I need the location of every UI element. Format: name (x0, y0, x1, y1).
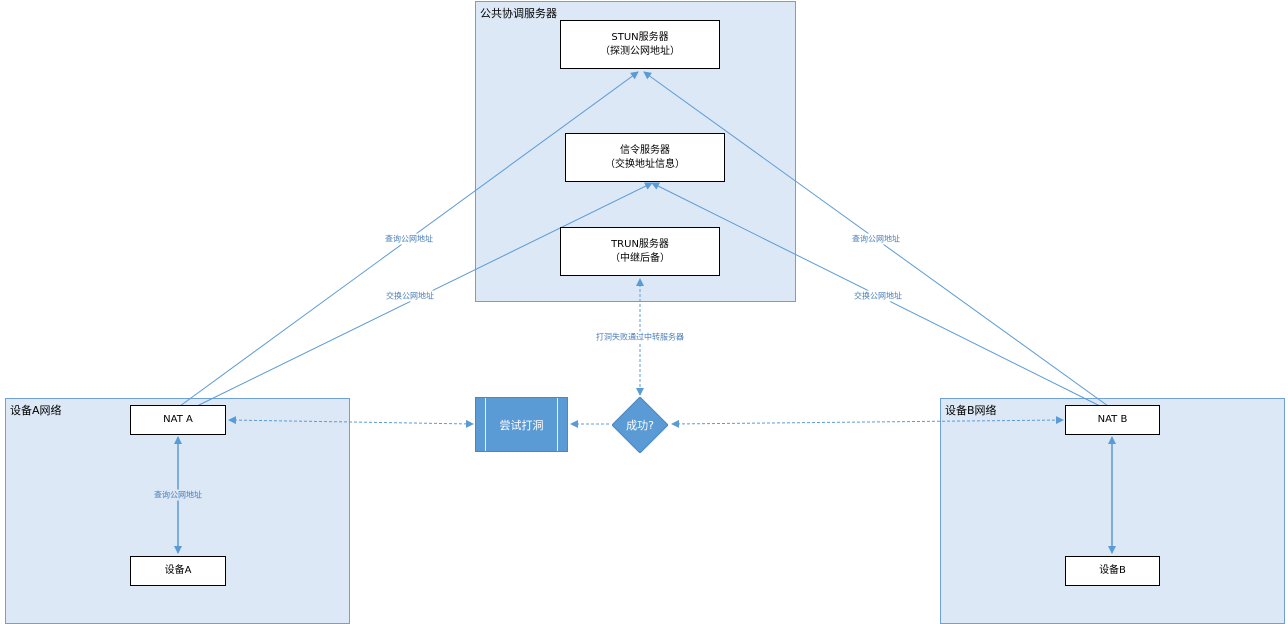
device-b-node: 设备B (1065, 556, 1160, 586)
decision-label: 成功? (626, 419, 654, 432)
edge-label-query-a-bottom: 查询公网地址 (153, 489, 203, 501)
stun-server-title: STUN服务器 (611, 31, 669, 43)
network-a-group-title: 设备A网络 (10, 404, 62, 417)
punch-process-label: 尝试打洞 (499, 418, 544, 432)
stun-server-node: STUN服务器 （探测公网地址） (560, 20, 720, 69)
nat-a-label: NAT A (163, 414, 193, 425)
signal-server-title: 信令服务器 (620, 144, 670, 156)
process-left-bar (485, 398, 486, 451)
edge-nat-a-to-punch (228, 416, 474, 428)
success-decision-node: 成功? (611, 396, 669, 454)
edge-label-relay: 打洞失败通过中转服务器 (595, 331, 685, 343)
edge-label-exchange-a: 交换公网地址 (385, 290, 435, 302)
signal-server-desc: （交换地址信息） (605, 158, 685, 170)
trun-server-desc: （中继后备） (610, 252, 670, 264)
trun-server-node: TRUN服务器 （中继后备） (560, 227, 720, 276)
edge-label-exchange-b: 交换公网地址 (853, 290, 903, 302)
edge-label-query-b-top: 查询公网地址 (851, 233, 901, 245)
public-server-group-title: 公共协调服务器 (480, 7, 557, 20)
edge-decision-to-nat-b (671, 416, 1064, 428)
edge-label-query-a-top: 查询公网地址 (384, 233, 434, 245)
process-right-bar (557, 398, 558, 451)
device-a-node: 设备A (130, 556, 226, 586)
signal-server-node: 信令服务器 （交换地址信息） (565, 133, 725, 182)
network-b-group-title: 设备B网络 (945, 404, 997, 417)
nat-b-node: NAT B (1065, 405, 1160, 435)
nat-a-node: NAT A (130, 405, 226, 435)
stun-server-desc: （探测公网地址） (600, 45, 680, 57)
device-a-label: 设备A (164, 565, 192, 576)
trun-server-title: TRUN服务器 (611, 238, 669, 250)
network-a-group: 设备A网络 (5, 398, 350, 624)
punch-process-node: 尝试打洞 (475, 397, 568, 452)
device-b-label: 设备B (1099, 565, 1126, 576)
nat-b-label: NAT B (1097, 414, 1128, 425)
